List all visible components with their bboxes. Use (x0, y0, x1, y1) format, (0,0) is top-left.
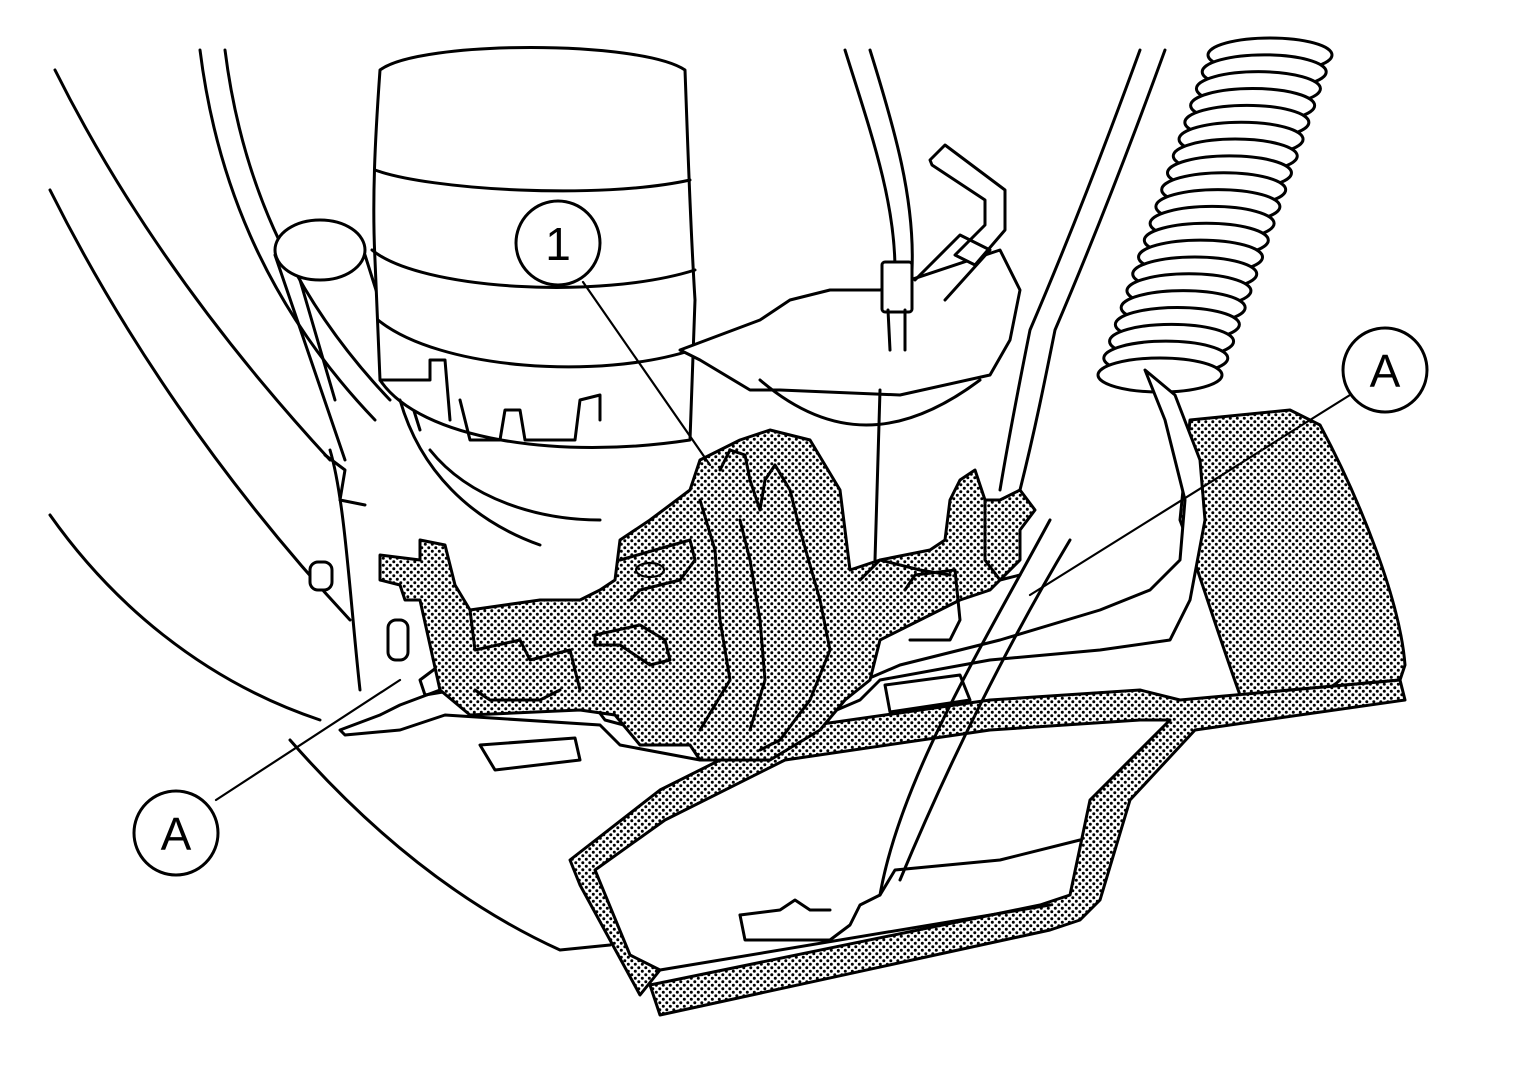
callout-A-right: A (1341, 326, 1429, 414)
callout-1-label: 1 (545, 218, 571, 270)
callout-1-circle (514, 199, 602, 287)
leader-lines (214, 280, 1352, 802)
callout-A-left-label: A (161, 808, 192, 860)
canister-cylinder (370, 46, 697, 547)
callout-A-left: A (132, 789, 220, 877)
leader-line-A-left (214, 678, 402, 802)
leader-line-A-right (1028, 393, 1352, 597)
corrugated-tube (998, 36, 1334, 492)
callout-1: 1 (514, 199, 602, 287)
fuel-pump-connector-assembly (308, 428, 1037, 762)
callout-A-right-label: A (1370, 345, 1401, 397)
leader-line-1 (581, 280, 712, 467)
callout-A-left-circle (132, 789, 220, 877)
highlighted-bracket (568, 408, 1407, 1017)
mounting-flange (678, 248, 1022, 562)
vapor-hose (843, 48, 1007, 352)
callout-A-right-circle (1341, 326, 1429, 414)
body-panel-lines (48, 48, 612, 952)
